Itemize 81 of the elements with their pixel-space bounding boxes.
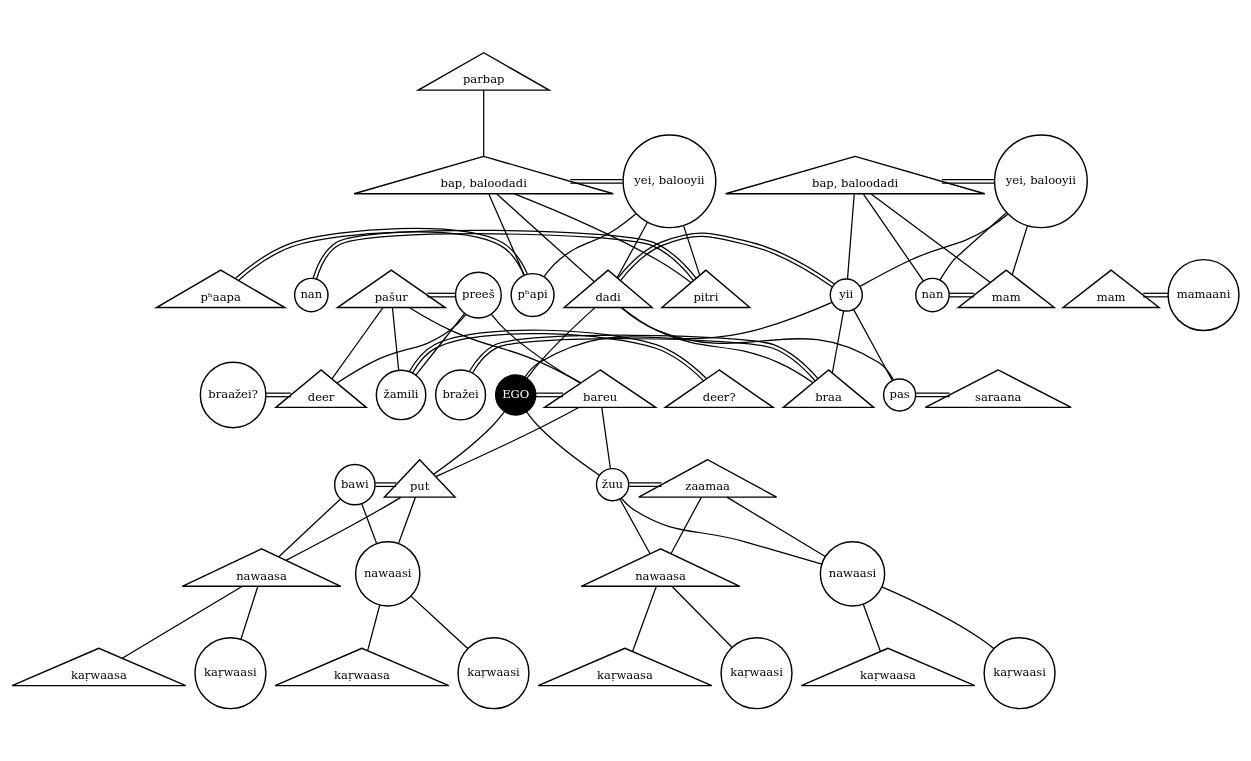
node-circle: kaṛwaasi (720, 637, 793, 710)
connector (426, 292, 456, 298)
connector (620, 307, 895, 381)
node-circle: braažei? (199, 361, 267, 429)
connector (859, 213, 1009, 287)
connector (490, 313, 582, 384)
connector (915, 392, 951, 398)
connector (433, 410, 506, 475)
connector (941, 178, 995, 184)
connector (726, 496, 826, 558)
connector (831, 310, 845, 374)
node-circle: pas (882, 378, 917, 412)
connector (415, 312, 466, 376)
connector (846, 193, 855, 280)
node-circle: yei, balooyii (622, 134, 717, 229)
connector (331, 307, 384, 380)
connector (616, 221, 649, 279)
node-circle: pʰapi (510, 272, 555, 318)
node-circle: nawaasi (354, 541, 421, 607)
connector (525, 411, 600, 476)
connector (513, 193, 692, 284)
node-circle: yei, balooyii (993, 134, 1088, 229)
node-circle: preeš (454, 271, 502, 319)
connector (312, 229, 697, 282)
connector (526, 307, 596, 380)
node-circle: bawi (333, 463, 376, 506)
node-circle: nawaasi (819, 541, 886, 607)
connector (408, 307, 582, 384)
connector (601, 407, 612, 470)
node-circle: kaṛwaasi (983, 637, 1056, 710)
connector (939, 212, 1008, 281)
node-circle: kaṛwaasi (457, 637, 530, 710)
connector (285, 496, 402, 561)
connector (361, 503, 378, 545)
connector (336, 314, 467, 384)
connector (853, 309, 893, 382)
connector (543, 213, 637, 278)
connector (367, 604, 381, 652)
connector (620, 497, 823, 565)
connector (683, 225, 701, 276)
connector (870, 193, 991, 283)
connector (121, 585, 243, 659)
connector (483, 89, 485, 157)
connector (1142, 292, 1169, 298)
connector (862, 193, 924, 282)
connector (1011, 225, 1029, 276)
connector (862, 603, 881, 652)
connector (468, 334, 819, 382)
connector (391, 307, 400, 371)
node-circle: žuu (595, 467, 630, 502)
node-circle: kaṛwaasi (194, 637, 267, 710)
connector (632, 586, 657, 652)
connector (671, 586, 733, 649)
connector (278, 498, 341, 558)
node-circle: nan (915, 277, 950, 313)
connector (435, 406, 580, 478)
connector (670, 496, 702, 555)
connector (410, 595, 469, 650)
connector (628, 482, 663, 488)
connector (617, 232, 836, 288)
node-circle: nan (293, 277, 329, 313)
connector (619, 498, 651, 555)
node-circle: yii (829, 278, 863, 312)
connector (235, 227, 528, 282)
connector (397, 496, 417, 544)
connector (569, 178, 624, 184)
node-circle: EGO (495, 374, 537, 416)
connector (488, 193, 525, 276)
connector (408, 329, 707, 382)
connector (621, 307, 814, 384)
connector (496, 193, 595, 283)
connector (948, 292, 975, 298)
connector (534, 392, 564, 398)
connector (881, 586, 995, 650)
connector (240, 586, 259, 640)
connector (374, 482, 397, 488)
connector (265, 392, 292, 398)
node-circle: mamaani (1167, 258, 1240, 332)
node-circle: bražei (435, 369, 487, 421)
node-circle: žamili (375, 369, 427, 421)
connector (524, 301, 833, 378)
